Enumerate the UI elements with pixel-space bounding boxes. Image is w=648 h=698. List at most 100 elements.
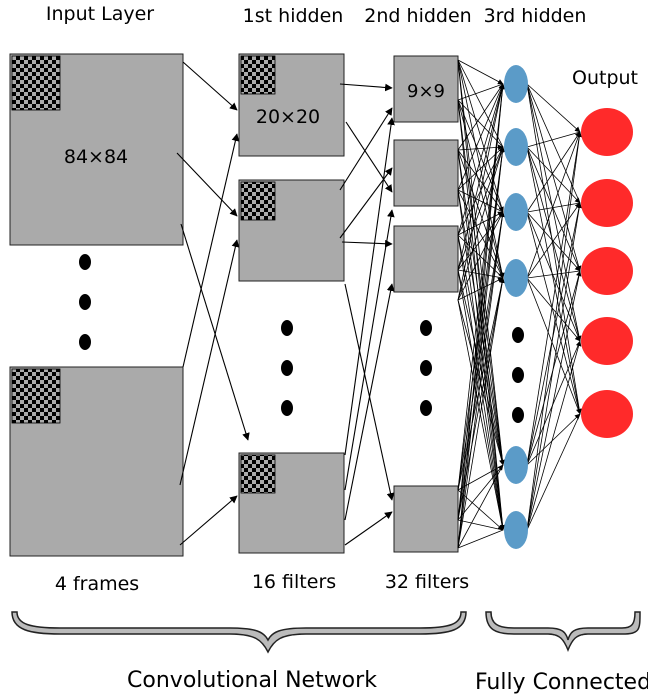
connection-line [526,211,581,272]
input-layer-title: Input Layer [46,3,154,25]
fc-connections-2-3 [457,59,506,549]
connection-line [457,99,504,279]
connection-line [526,277,581,415]
hidden1-title: 1st hidden [243,5,344,27]
conv-group-label: Convolutional Network [127,668,377,693]
connection-line [526,146,581,415]
connection-line [526,83,581,204]
output-unit-4 [581,317,633,365]
connection-line [526,340,582,531]
connection-line [457,211,504,549]
connection-line [526,146,581,272]
output-unit-2 [581,179,633,227]
hidden1-map-1 [238,53,345,157]
connection-line [526,83,581,342]
connection-line [526,146,582,342]
connection-line [457,464,504,521]
connection-line [457,211,504,271]
connection-line [457,149,506,466]
connection-line [526,270,581,279]
connection-line [457,269,504,279]
connection-line [457,99,504,148]
hidden2-title: 2nd hidden [364,5,471,27]
output-title: Output [572,67,638,89]
hidden1-size-label: 20×20 [256,106,320,128]
connection-line [526,146,581,204]
hidden2-ellipsis [420,320,432,416]
connection-line [457,529,504,549]
connection-line [457,83,506,549]
connection-line [457,146,506,521]
connection-line [457,83,504,236]
conv-connections-2 [339,83,395,546]
hidden3-unit-1 [504,65,528,103]
hidden3-unit-6 [504,511,528,549]
connection-line [457,149,504,531]
connection-line [526,270,581,531]
fc-brace [485,611,641,653]
connection-line [457,189,504,466]
conv-connections-1 [176,61,250,546]
connection-line [457,83,504,101]
hidden3-title: 3rd hidden [484,5,587,27]
hidden1-map-2 [238,179,345,282]
connection-line [457,59,504,466]
connection-line [526,202,581,213]
connection-line [457,83,504,191]
connection-line [526,131,581,148]
hidden3-unit-4 [504,259,528,297]
connection-line [457,83,504,271]
connection-line [457,464,504,491]
input-ellipsis [79,254,91,350]
hidden2-map-2 [393,139,459,207]
connection-line [457,189,504,531]
connection-line [526,131,581,531]
output-unit-1 [581,108,633,156]
connection-line [457,83,504,151]
connection-line [526,131,581,213]
input-size-label: 84×84 [64,146,128,168]
connection-line [457,464,504,549]
hidden1-ellipsis [281,320,293,416]
conv-brace [11,611,467,654]
hidden1-map-3 [238,452,345,554]
connection-line [526,83,582,415]
connection-line [457,59,504,148]
fc-connections-3-out [526,83,582,531]
hidden3-units [504,65,528,549]
connection-line [526,202,582,531]
connection-line [457,99,504,213]
connection-line [457,146,504,271]
hidden3-unit-5 [504,446,528,484]
hidden3-ellipsis [512,327,524,423]
connection-line [526,211,581,342]
connection-line [526,83,582,272]
hidden3-unit-2 [504,128,528,166]
hidden3-unit-3 [504,193,528,231]
connection-line [526,131,581,279]
connection-line [457,144,504,151]
connection-line [526,131,582,466]
connection-line [457,83,504,491]
connection-line [457,83,504,521]
connection-line [457,489,504,531]
input-count-label: 4 frames [55,573,139,595]
fc-group-label: Fully Connected [475,670,648,695]
connection-line [526,277,581,342]
connection-line [457,59,504,85]
input-frame-top [9,53,184,246]
output-units [581,108,633,438]
connection-line [526,211,582,415]
hidden2-map-4 [393,485,459,553]
connection-line [526,83,581,133]
connection-line [526,202,581,279]
connection-line [457,519,504,531]
hidden2-count-label: 32 filters [385,571,469,593]
hidden1-count-label: 16 filters [252,571,336,593]
hidden2-map-3 [393,225,459,293]
input-frame-bottom [9,366,184,557]
connection-line [457,83,505,301]
connection-line [526,413,581,531]
hidden2-size-label: 9×9 [407,81,445,102]
